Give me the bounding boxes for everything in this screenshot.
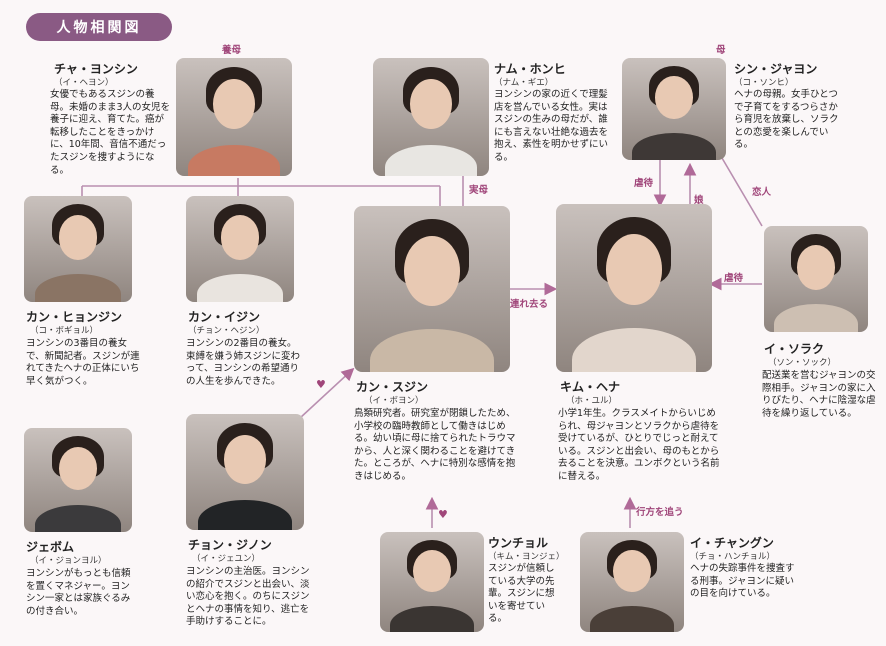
portrait-kang-ijin [186,196,294,302]
actor-kang-hyonjin: （コ・ボギョル） [30,326,99,336]
name-kang-sujin: カン・スジン [356,380,429,394]
desc-i-sorak: 配送業を営むジャヨンの交際相手。ジャヨンの家に入りびたり、ヘナに陰湿な虐待を繰り… [762,370,876,419]
desc-i-changgun: ヘナの失踪事件を捜査する刑事。ジャヨンに疑いの目を向けている。 [690,563,795,600]
desc-kang-sujin: 鳥類研究者。研究室が閉鎖したため、小学校の臨時教師として働きはじめる。幼い頃に母… [354,408,516,482]
actor-chon-jinon: （イ・ジェユン） [192,554,261,564]
portrait-jebom [24,428,132,532]
portrait-i-sorak [764,226,868,332]
actor-kim-hena: （ホ・ユル） [566,396,618,406]
portrait-nam-honhi [373,58,489,176]
actor-kang-ijin: （チョン・ヘジン） [188,326,265,336]
name-i-sorak: イ・ソラク [764,342,825,356]
heart-icon: ♥ [438,508,448,521]
name-jebom: ジェボム [26,540,75,554]
desc-kim-hena: 小学1年生。クラスメイトからいじめられ、母ジャヨンとソラクから虐待を受けているが… [558,408,720,482]
desc-nam-honhi: ヨンシンの家の近くで理髪店を営んでいる女性。実はスジンの生みの母だが、誰にも言え… [494,89,609,163]
actor-uncholl: （キム・ヨンジェ） [488,552,565,562]
actor-cha-yonshin: （イ・ヘヨン） [54,78,114,88]
desc-chon-jinon: ヨンシンの主治医。ヨンシンの紹介でスジンと出会い、淡い恋心を抱く。のちにスジンと… [186,566,310,628]
heart-icon: ♥ [316,378,326,391]
relation-label-jitsubo: 実母 [469,185,489,196]
portrait-i-changgun [580,532,684,632]
name-chon-jinon: チョン・ジノン [188,538,272,552]
desc-kang-ijin: ヨンシンの2番目の養女。束縛を嫌う姉スジンに変わって、ヨンシンの希望通りの人生を… [186,338,301,387]
desc-cha-yonshin: 女優でもあるスジンの養母。未婚のまま3人の女児を養子に迎え、育てた。癌が転移した… [50,89,171,176]
name-nam-honhi: ナム・ホンヒ [494,62,566,76]
relation-label-koibito: 恋人 [752,187,772,198]
name-kang-ijin: カン・イジン [188,310,261,324]
portrait-uncholl [380,532,484,632]
relation-label-yobo: 養母 [222,45,242,56]
relation-label-haha: 母 [716,45,726,56]
relation-label-musume: 娘 [694,195,704,206]
actor-nam-honhi: （ナム・ギエ） [494,78,554,88]
portrait-kang-sujin [354,206,510,372]
desc-jebom: ヨンシンがもっとも信頼を置くマネジャー。ヨンシン一家とは家族ぐるみの付き合い。 [26,568,131,617]
desc-shin-jayon: ヘナの母親。女手ひとつで子育てをするつらさから育児を放棄し、ソラクとの恋愛を楽し… [734,89,839,151]
desc-uncholl: スジンが信頼している大学の先輩。スジンに想いを寄せている。 [488,563,555,625]
portrait-cha-yonshin [176,58,292,176]
portrait-kim-hena [556,204,712,372]
relation-label-tsuresaru: 連れ去る [510,299,549,310]
name-kang-hyonjin: カン・ヒョンジン [26,310,123,324]
relation-label-gyakutai-2: 虐待 [724,273,744,284]
portrait-chon-jinon [186,414,304,530]
name-shin-jayon: シン・ジャヨン [734,62,818,76]
actor-kang-sujin: （イ・ボヨン） [364,396,424,406]
name-i-changgun: イ・チャングン [690,536,774,550]
relation-label-yukue: 行方を追う [636,507,684,518]
actor-i-changgun: （チョ・ハンチョル） [690,552,776,562]
desc-kang-hyonjin: ヨンシンの3番目の養女で、新聞記者。スジンが連れてきたヘナの正体にいち早く気がつ… [26,338,140,387]
portrait-kang-hyonjin [24,196,132,302]
page-title: 人物相関図 [26,13,172,41]
actor-shin-jayon: （コ・ソンヒ） [734,78,794,88]
name-uncholl: ウンチョル [488,536,549,550]
name-cha-yonshin: チャ・ヨンシン [54,62,138,76]
portrait-shin-jayon [622,58,726,160]
actor-jebom: （イ・ジョンヨル） [30,556,107,566]
actor-i-sorak: （ソン・ソック） [768,358,837,368]
relation-label-gyakutai-1: 虐待 [634,178,654,189]
name-kim-hena: キム・ヘナ [560,380,621,394]
